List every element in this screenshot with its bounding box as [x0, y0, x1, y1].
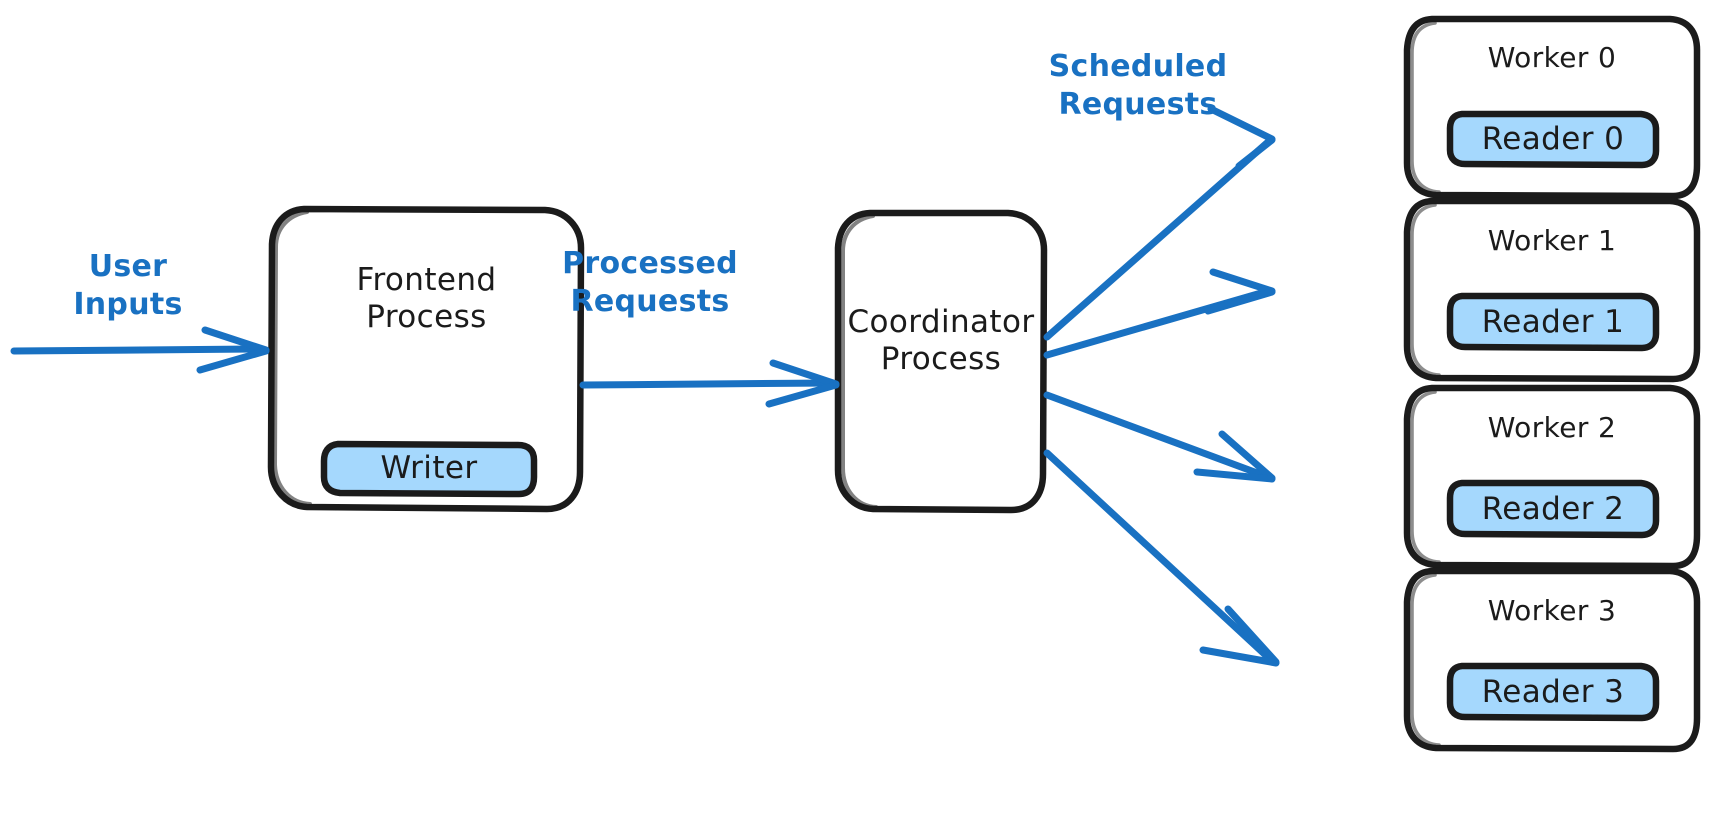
- worker-0-node[interactable]: [1403, 15, 1701, 200]
- user-inputs-arrow: [10, 326, 270, 374]
- reader-2-badge: [1446, 479, 1660, 539]
- scheduled-requests-arrow-worker-2: [1043, 391, 1276, 483]
- reader-1-badge: [1446, 292, 1660, 352]
- processed-requests-arrow: [579, 359, 840, 408]
- scheduled-requests-arrow-worker-3: [1043, 449, 1280, 667]
- coordinator-process-node[interactable]: [834, 209, 1048, 514]
- scheduled-requests-arrow-worker-1: [1043, 268, 1276, 359]
- reader-3-badge: [1446, 662, 1660, 722]
- scheduled-requests-arrow-worker-0: [1043, 105, 1276, 341]
- worker-3-node[interactable]: [1403, 567, 1701, 753]
- frontend-process-node[interactable]: [267, 205, 585, 513]
- reader-0-badge: [1446, 110, 1660, 169]
- writer-badge[interactable]: [320, 440, 538, 498]
- worker-2-node[interactable]: [1403, 384, 1701, 570]
- worker-1-node[interactable]: [1403, 197, 1701, 383]
